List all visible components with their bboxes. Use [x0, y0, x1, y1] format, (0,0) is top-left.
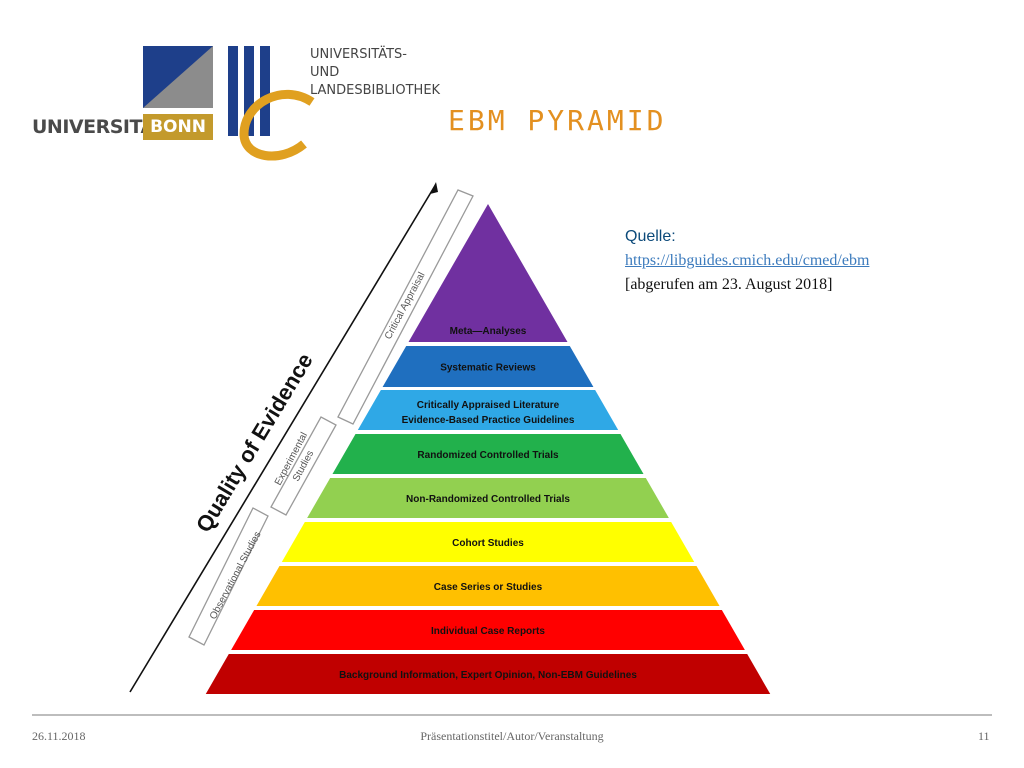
quality-arrow-line: [129, 183, 437, 693]
source-link[interactable]: https://libguides.cmich.edu/cmed/ebm: [625, 252, 870, 269]
bracket-experimental-studies: [270, 416, 337, 516]
source-citation: Quelle: https://libguides.cmich.edu/cmed…: [625, 225, 869, 297]
pyramid-level-3-label-line2: Evidence-Based Practice Guidelines: [402, 415, 575, 426]
bracket-critical-appraisal: [337, 189, 474, 425]
pyramid-level-9: [205, 654, 771, 694]
bonn-badge: BONN: [143, 114, 213, 140]
pyramid-level-4: [332, 434, 644, 474]
university-name-text: UNIVERSITÄT: [32, 116, 166, 138]
quality-arrow-head: [430, 182, 438, 194]
pyramid-level-1-label: Meta—Analyses: [450, 326, 527, 337]
university-logo-icon: [143, 46, 315, 161]
pyramid-level-5: [307, 478, 669, 518]
footer-date: 26.11.2018: [32, 729, 86, 743]
pyramid-level-3-label: Critically Appraised Literature: [417, 400, 560, 411]
slide-title: EBM PYRAMID: [448, 104, 667, 137]
pyramid-level-4-label: Randomized Controlled Trials: [417, 450, 559, 461]
footer-page-number: 11: [978, 729, 990, 743]
footer-presentation-title: Präsentationstitel/Autor/Veranstaltung: [420, 729, 604, 743]
pyramid-level-8: [231, 610, 745, 650]
pyramid-level-6-label: Cohort Studies: [452, 538, 524, 549]
bracket-observational-studies: [188, 507, 269, 646]
logo-area: UNIVERSITÄT BONN UNIVERSITÄTS- UND LANDE…: [32, 42, 444, 162]
ulb-line-2: UND LANDESBIBLIOTHEK: [310, 65, 441, 98]
footer-divider: [32, 714, 992, 716]
pyramid-level-7: [256, 566, 720, 606]
source-label: Quelle:: [625, 228, 676, 245]
pyramid-level-2-label: Systematic Reviews: [440, 363, 536, 374]
pyramid-level-8-label: Individual Case Reports: [431, 626, 545, 637]
pyramid-level-6: [281, 522, 695, 562]
pyramid-level-7-label: Case Series or Studies: [434, 582, 543, 593]
pyramid-level-2: [382, 346, 594, 387]
pyramid-level-1: [408, 204, 568, 342]
ulb-name: UNIVERSITÄTS- UND LANDESBIBLIOTHEK: [310, 46, 444, 100]
ulb-line-1: UNIVERSITÄTS-: [310, 47, 407, 62]
pyramid-level-3: [357, 390, 619, 430]
pyramid-level-9-label: Background Information, Expert Opinion, …: [339, 670, 637, 681]
source-accessed-date: [abgerufen am 23. August 2018]: [625, 276, 833, 293]
pyramid-level-5-label: Non-Randomized Controlled Trials: [406, 494, 570, 505]
